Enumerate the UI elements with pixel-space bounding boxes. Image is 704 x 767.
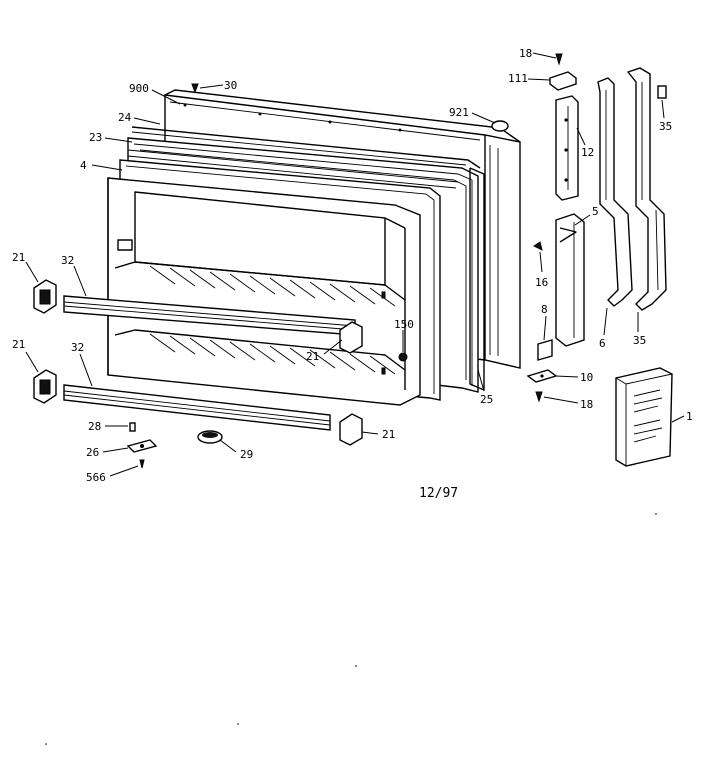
callout-35-top: 35 [659,120,672,133]
callout-900: 900 [129,82,149,95]
callout-5: 5 [592,205,599,218]
callout-24: 24 [118,111,132,124]
hinge-bracket-111 [549,71,577,91]
callout-35-bottom: 35 [633,334,646,347]
screw-566 [139,459,145,469]
callout-921: 921 [449,106,469,119]
shelf-end-cap-left-lower [33,369,57,404]
callout-12: 12 [581,146,594,159]
date-code: 12/97 [419,486,458,501]
callout-111: 111 [508,72,528,85]
callout-21-left-bottom: 21 [12,338,25,351]
callout-18-top: 18 [519,47,532,60]
door-inner-liner [107,177,421,406]
callout-10: 10 [580,371,593,384]
screw-18-top [555,53,563,66]
callout-28: 28 [88,420,101,433]
callout-6: 6 [599,337,606,350]
hinge-5 [555,213,585,347]
callout-1: 1 [686,410,693,423]
door-stop-26 [126,439,158,453]
shelf-end-cap-bottom [339,413,363,446]
callout-8: 8 [541,303,548,316]
plug-921 [491,120,509,132]
screw-18-bottom [535,391,543,403]
callout-23: 23 [89,131,102,144]
callout-21-bottom: 21 [382,428,395,441]
plug-29 [197,430,223,444]
hinge-pin-8 [537,339,553,361]
callout-566: 566 [86,471,106,484]
scan-specks [45,513,657,745]
callout-21-left-top: 21 [12,251,25,264]
callout-labels: 18 111 35 30 900 921 24 23 12 4 5 16 21 … [12,47,693,484]
shelf-end-cap-left-upper [33,279,57,314]
screw-28 [129,422,136,432]
callout-26: 26 [86,446,99,459]
shelf-end-cap-mid [339,321,363,354]
leader-lines [25,52,685,477]
instruction-booklet-1 [615,367,673,467]
hinge-bar-12 [555,95,579,201]
handle-6 [597,77,633,307]
plug-150 [398,352,408,362]
callout-18-bottom: 18 [580,398,593,411]
screw-30 [191,83,199,94]
callout-4: 4 [80,159,87,172]
handle-cap-35 [657,85,667,99]
callout-150: 150 [394,318,414,331]
callout-29: 29 [240,448,253,461]
hinge-shim-10 [526,369,558,383]
screw-16 [533,241,543,251]
callout-32-bottom: 32 [71,341,84,354]
handle-35 [627,67,667,311]
door-shelf-bar-lower [63,384,331,431]
callout-30: 30 [224,79,237,92]
callout-25: 25 [480,393,493,406]
callout-16: 16 [535,276,548,289]
callout-32-top: 32 [61,254,74,267]
door-breaker-24 [131,126,481,169]
callout-21-mid: 21 [306,350,319,363]
